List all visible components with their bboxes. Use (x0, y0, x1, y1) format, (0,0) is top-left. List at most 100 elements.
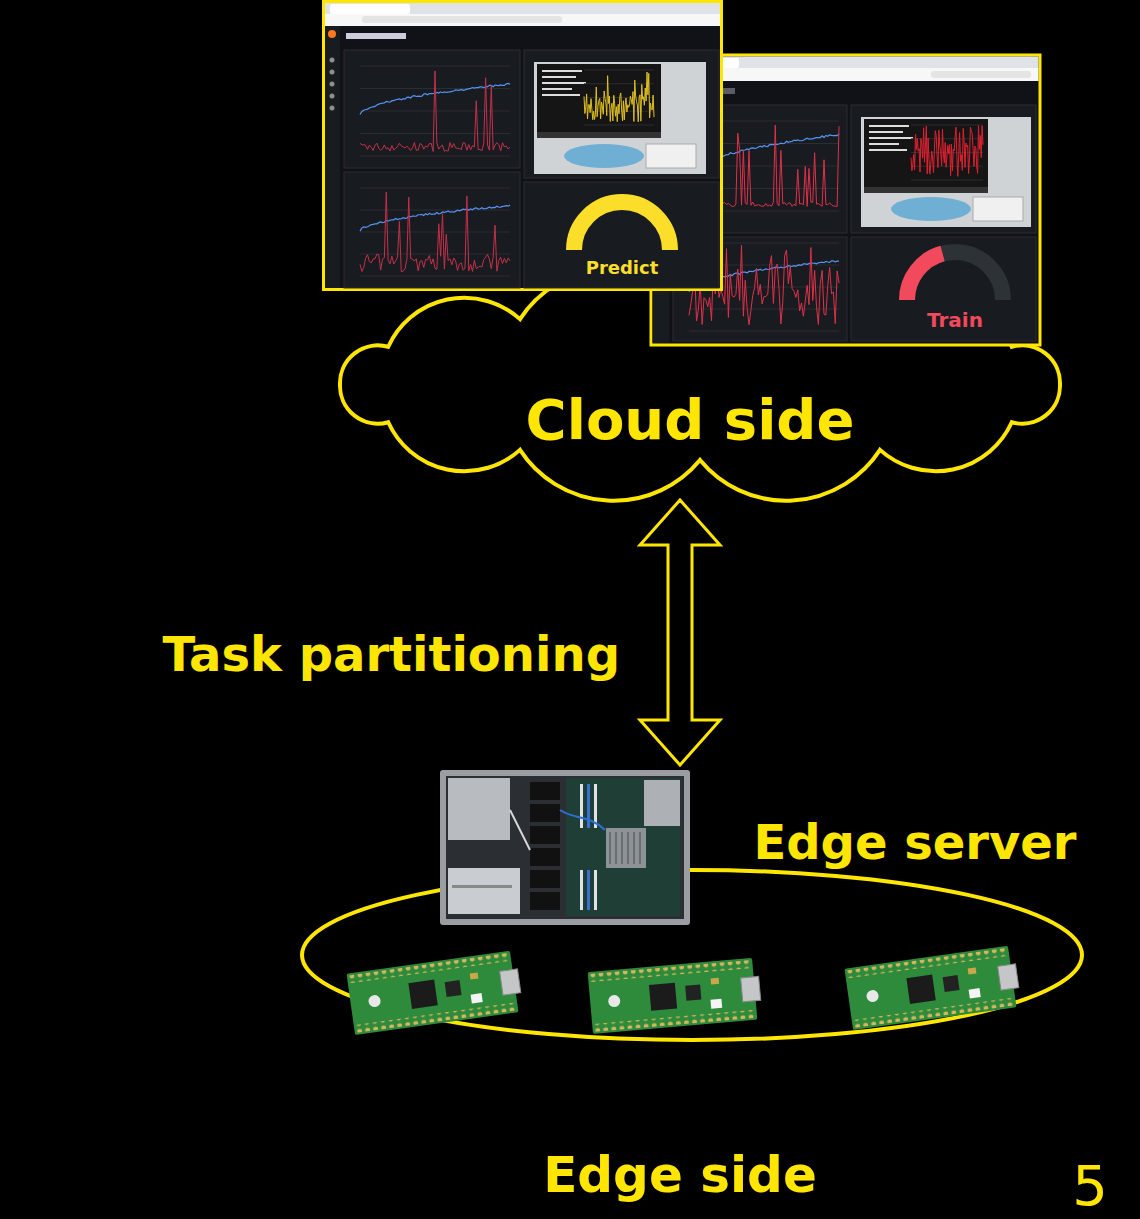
grid-line (911, 125, 983, 126)
illustration-part (440, 770, 690, 925)
illustration-part (542, 82, 586, 84)
illustration-part (564, 144, 644, 168)
illustration-part (530, 804, 560, 822)
illustration-part (330, 82, 335, 87)
illustration-part (542, 94, 580, 96)
illustration-part (510, 810, 530, 850)
illustration-part (907, 252, 1003, 300)
illustration-part (864, 119, 988, 187)
illustration-part (864, 187, 988, 193)
node-title: Edge side (543, 1148, 817, 1203)
grid-line (360, 232, 510, 233)
illustration-part (330, 94, 335, 99)
illustration-part (530, 826, 560, 844)
illustration-part (537, 64, 661, 132)
illustration-part (907, 254, 943, 300)
illustration-part (344, 50, 520, 168)
edge-server-photo (440, 770, 690, 925)
illustration-part (530, 870, 560, 888)
grid-line (360, 210, 510, 211)
illustration-part (869, 131, 903, 133)
illustration-part (574, 202, 670, 250)
illustration-part (360, 66, 510, 156)
illustration-part (542, 88, 572, 90)
illustration-part (861, 117, 1031, 227)
grid-line (911, 180, 983, 181)
node-title: Cloud side (526, 389, 855, 451)
illustration-part (330, 4, 410, 14)
illustration-part (448, 868, 520, 914)
illustration-part (446, 776, 684, 919)
illustration-part (542, 70, 582, 72)
illustration-part (644, 780, 680, 826)
illustration-part (869, 125, 909, 127)
device-label: Edge server (753, 816, 1076, 869)
chart-line (911, 126, 983, 177)
illustration-part (580, 870, 583, 910)
illustration-part (530, 782, 560, 800)
illustration-part (325, 3, 720, 14)
illustration-part (330, 58, 335, 63)
chart-line (360, 205, 510, 231)
group-ellipse (302, 870, 1082, 1040)
illustration-part (325, 14, 720, 26)
grid-line (911, 166, 983, 167)
illustration-part (542, 76, 576, 78)
illustration-part (328, 30, 336, 38)
illustration-part (560, 810, 605, 830)
illustration-part (537, 132, 661, 138)
pico-board (844, 945, 1021, 1030)
illustration-part (566, 778, 680, 916)
pico-board (346, 950, 523, 1035)
illustration-part (606, 828, 646, 868)
grid-line (360, 276, 510, 277)
illustration-part (869, 143, 899, 145)
illustration-part (973, 197, 1023, 221)
illustration-part (360, 188, 510, 276)
grid-line (584, 83, 654, 84)
illustration-part (931, 71, 1031, 78)
illustration-part (646, 144, 696, 168)
illustration-part (344, 172, 520, 288)
illustration-part (530, 848, 560, 866)
grid-line (360, 188, 510, 189)
mode-value: Train (927, 309, 983, 331)
illustration-part (325, 26, 340, 288)
illustration-part (324, 2, 722, 290)
illustration-part (869, 149, 907, 151)
illustration-part (851, 105, 1036, 233)
pico-board (588, 957, 763, 1034)
illustration-part (524, 50, 719, 178)
illustration-part (610, 832, 640, 864)
grid-line (360, 111, 510, 112)
chart-line (360, 71, 510, 152)
illustration-part (452, 885, 512, 888)
illustration-part (534, 62, 706, 174)
illustration-part (587, 784, 590, 828)
grid-line (360, 66, 510, 67)
page-number: 5 (1072, 1155, 1108, 1217)
illustration-part (594, 870, 597, 910)
double-arrow (640, 500, 720, 765)
illustration-part (448, 778, 510, 840)
illustration-part (330, 106, 335, 111)
mode-value: Predict (586, 258, 659, 278)
illustration-part (330, 70, 335, 75)
illustration-part (524, 182, 719, 288)
chart-line (584, 72, 654, 122)
illustration-part (911, 125, 983, 180)
grid-line (689, 331, 839, 332)
illustration-part (362, 16, 562, 23)
illustration-part (580, 784, 583, 828)
illustration-part (346, 33, 406, 39)
illustration-part (851, 237, 1036, 341)
illustration-part (869, 137, 913, 139)
connector-label: Task partitioning (163, 628, 621, 681)
grid-line (360, 156, 510, 157)
illustration-part (530, 892, 560, 910)
illustration-part (587, 870, 590, 910)
dashboard-screenshot (324, 2, 722, 290)
illustration-part (891, 197, 971, 221)
